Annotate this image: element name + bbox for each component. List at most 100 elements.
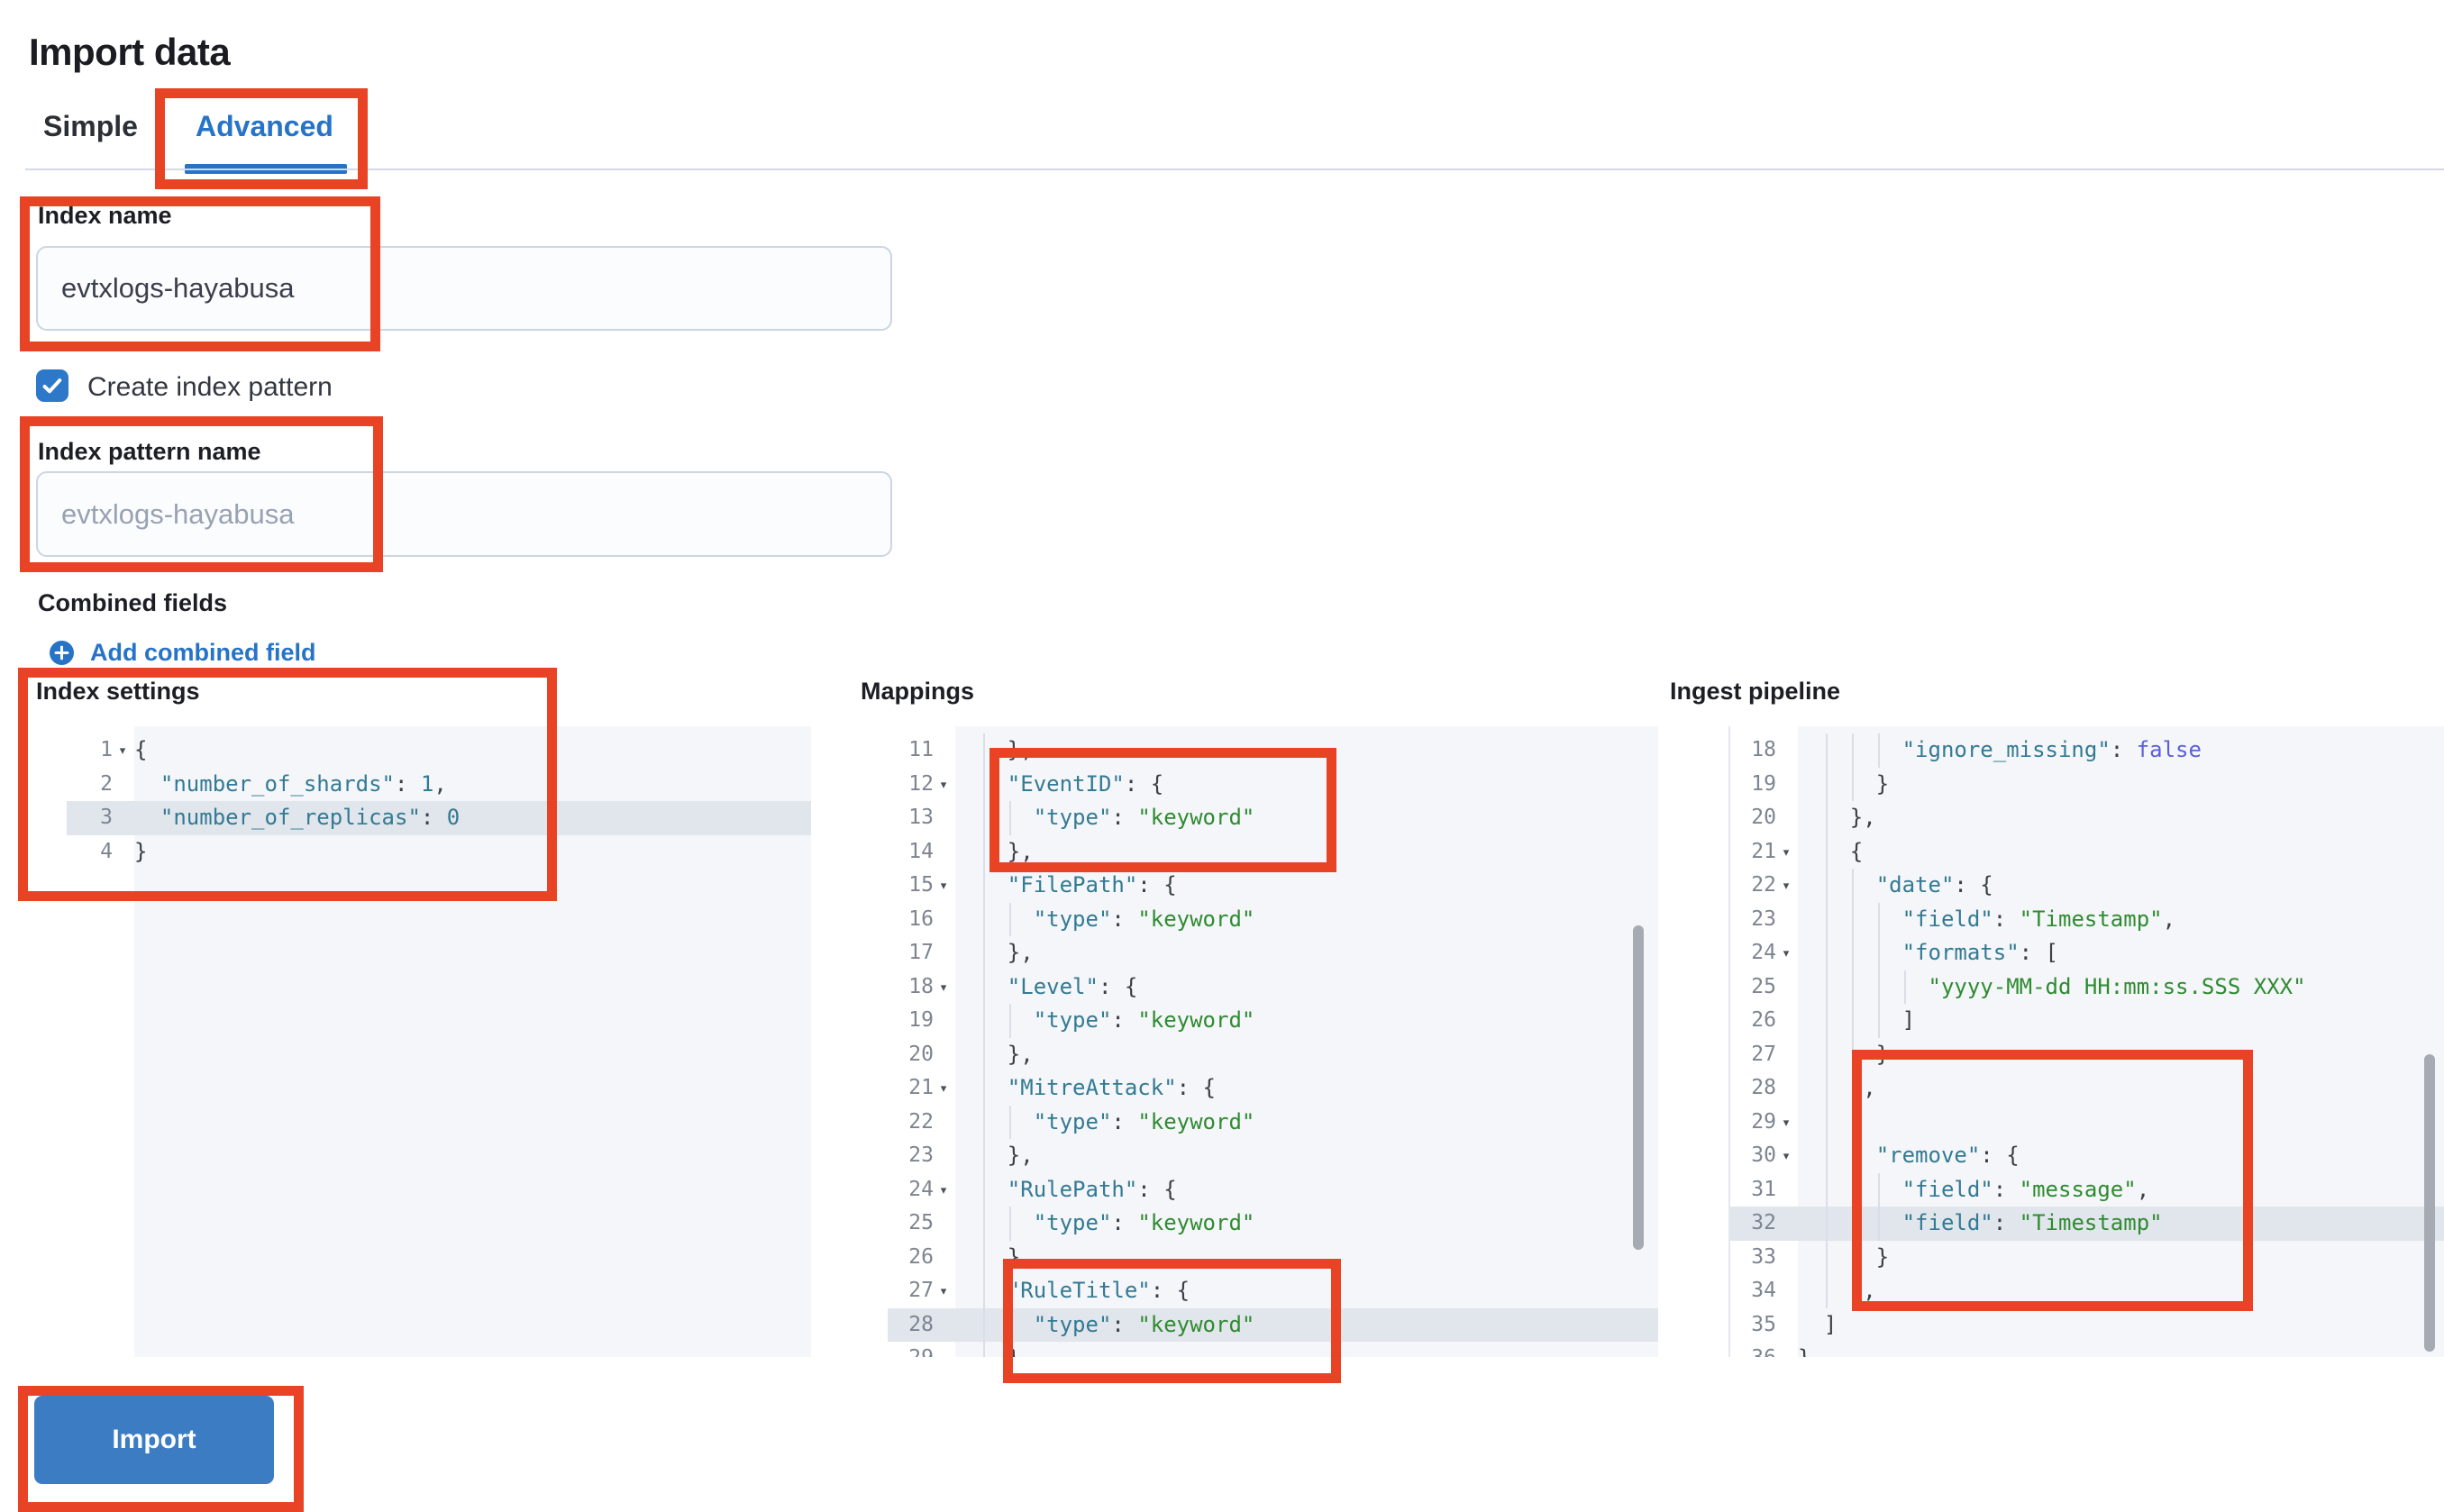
ingest-pipeline-code-line[interactable]: 28 }, (1730, 1071, 2444, 1106)
line-gutter: 28 (888, 1308, 955, 1343)
mappings-code-line[interactable]: 29 }, (888, 1342, 1658, 1357)
indent-guide (1877, 970, 1880, 1004)
ingest-pipeline-code-line[interactable]: 19 } (1730, 767, 2444, 801)
ingest-pipeline-code-line[interactable]: 25 "yyyy-MM-dd HH:mm:ss.SSS XXX" (1730, 970, 2444, 1004)
mappings-code-line[interactable]: 13 "type": "keyword" (888, 801, 1658, 835)
line-gutter: 15▾ (888, 869, 955, 903)
ingest-pipeline-code-line[interactable]: 35 ] (1730, 1308, 2444, 1343)
ingest-pipeline-scrollbar[interactable] (2424, 1054, 2435, 1352)
mappings-code-line[interactable]: 25 "type": "keyword" (888, 1207, 1658, 1241)
fold-arrow-icon[interactable]: ▾ (940, 777, 947, 791)
mappings-scrollbar[interactable] (1633, 925, 1644, 1250)
indent-guide (1877, 936, 1880, 970)
indent-guide (982, 902, 985, 936)
line-gutter: 18▾ (888, 970, 955, 1005)
line-number: 34 (1751, 1279, 1776, 1302)
code-text: "FilePath": { (1007, 872, 1177, 897)
ingest-pipeline-code-line[interactable]: 26 ] (1730, 1004, 2444, 1038)
indent-guide (1877, 902, 1880, 936)
mappings-code-line[interactable]: 14 }, (888, 834, 1658, 869)
mappings-code-line[interactable]: 17 }, (888, 936, 1658, 970)
ingest-pipeline-code-line[interactable]: 18 "ignore_missing": false (1730, 733, 2444, 768)
mappings-code-line[interactable]: 26 }, (888, 1240, 1658, 1274)
mappings-editor[interactable]: 11 },12▾ "EventID": {13 "type": "keyword… (888, 726, 1658, 1357)
ingest-pipeline-code-line[interactable]: 29▾ { (1730, 1105, 2444, 1139)
indent-guide (1825, 1172, 1828, 1207)
plus-in-circle-icon[interactable] (50, 641, 74, 665)
code-text: "type": "keyword" (1033, 1108, 1255, 1134)
line-gutter: 18 (1730, 733, 1798, 768)
mappings-code-line[interactable]: 27▾ "RuleTitle": { (888, 1274, 1658, 1308)
mappings-code-line[interactable]: 19 "type": "keyword" (888, 1004, 1658, 1038)
mappings-code-line[interactable]: 22 "type": "keyword" (888, 1105, 1658, 1139)
ingest-pipeline-code-line[interactable]: 30▾ "remove": { (1730, 1139, 2444, 1173)
index-settings-code-line[interactable]: 3 "number_of_replicas": 0 (67, 801, 811, 835)
line-gutter: 28 (1730, 1071, 1798, 1106)
mappings-code-line[interactable]: 12▾ "EventID": { (888, 767, 1658, 802)
ingest-pipeline-code-line[interactable]: 24▾ "formats": [ (1730, 936, 2444, 970)
ingest-pipeline-code-line[interactable]: 23 "field": "Timestamp", (1730, 902, 2444, 936)
indent-guide (982, 970, 985, 1004)
fold-arrow-icon[interactable]: ▾ (940, 979, 947, 994)
index-settings-code-line[interactable]: 4} (67, 835, 811, 870)
indent-guide (1851, 869, 1854, 903)
fold-arrow-icon[interactable]: ▾ (940, 1284, 947, 1298)
line-number: 24 (1751, 941, 1776, 964)
fold-arrow-icon[interactable]: ▾ (1783, 1115, 1790, 1129)
index-pattern-name-input[interactable] (36, 471, 892, 557)
mappings-code-line[interactable]: 23 }, (888, 1139, 1658, 1173)
ingest-pipeline-code-line[interactable]: 34 }, (1730, 1274, 2444, 1308)
fold-arrow-icon[interactable]: ▾ (1783, 1149, 1790, 1162)
line-number: 23 (908, 1143, 934, 1167)
ingest-pipeline-code-line[interactable]: 27 } (1730, 1037, 2444, 1071)
mappings-code-line[interactable]: 24▾ "RulePath": { (888, 1172, 1658, 1207)
tab-advanced[interactable]: Advanced (196, 110, 333, 142)
line-gutter: 20 (888, 1038, 955, 1072)
index-name-input[interactable] (36, 246, 892, 331)
mappings-code-line[interactable]: 21▾ "MitreAttack": { (888, 1071, 1658, 1106)
code-text: "RuleTitle": { (1007, 1278, 1190, 1303)
create-index-pattern-checkbox[interactable] (36, 369, 68, 402)
mappings-code-line[interactable]: 28 "type": "keyword" (888, 1307, 1658, 1343)
indent-guide (982, 1037, 985, 1071)
indent-guide (982, 1139, 985, 1173)
mappings-code-line[interactable]: 18▾ "Level": { (888, 970, 1658, 1005)
index-settings-code-line[interactable]: 1▾{ (67, 733, 811, 768)
code-text: "remove": { (1875, 1143, 2020, 1168)
fold-arrow-icon[interactable]: ▾ (119, 743, 126, 757)
ingest-pipeline-code-line[interactable]: 31 "field": "message", (1730, 1172, 2444, 1207)
index-settings-editor[interactable]: 1▾{2 "number_of_shards": 1,3 "number_of_… (67, 726, 811, 1357)
mappings-code-line[interactable]: 15▾ "FilePath": { (888, 869, 1658, 903)
fold-arrow-icon[interactable]: ▾ (940, 1081, 947, 1095)
index-settings-code-line[interactable]: 2 "number_of_shards": 1, (67, 768, 811, 802)
fold-arrow-icon[interactable]: ▾ (1783, 946, 1790, 960)
indent-guide (982, 801, 985, 835)
ingest-pipeline-code-line[interactable]: 36} (1730, 1342, 2444, 1357)
line-gutter: 12▾ (888, 768, 955, 802)
line-number: 25 (908, 1211, 934, 1234)
line-gutter: 29 (888, 1342, 955, 1357)
ingest-pipeline-code-line[interactable]: 33 } (1730, 1240, 2444, 1274)
mappings-code-line[interactable]: 16 "type": "keyword" (888, 902, 1658, 936)
fold-arrow-icon[interactable]: ▾ (940, 879, 947, 892)
ingest-pipeline-code-line[interactable]: 21▾ { (1730, 834, 2444, 869)
fold-arrow-icon[interactable]: ▾ (1783, 879, 1790, 892)
indent-guide (1825, 801, 1828, 835)
mappings-code-line[interactable]: 20 }, (888, 1037, 1658, 1072)
code-text: "type": "keyword" (1033, 1210, 1255, 1235)
ingest-pipeline-code-line[interactable]: 32 "field": "Timestamp" (1730, 1207, 2444, 1241)
mappings-code-line[interactable]: 11 }, (888, 733, 1658, 768)
fold-arrow-icon[interactable]: ▾ (940, 1182, 947, 1197)
ingest-pipeline-code-line[interactable]: 22▾ "date": { (1730, 869, 2444, 903)
indent-guide (1008, 801, 1011, 835)
ingest-pipeline-code-line[interactable]: 20 }, (1730, 801, 2444, 835)
import-button[interactable]: Import (34, 1396, 274, 1484)
fold-arrow-icon[interactable]: ▾ (1783, 844, 1790, 859)
line-gutter: 22▾ (1730, 869, 1798, 903)
add-combined-field-link[interactable]: Add combined field (90, 639, 316, 666)
tab-simple[interactable]: Simple (43, 110, 138, 142)
line-number: 3 (100, 806, 113, 829)
indent-guide (982, 1307, 985, 1342)
